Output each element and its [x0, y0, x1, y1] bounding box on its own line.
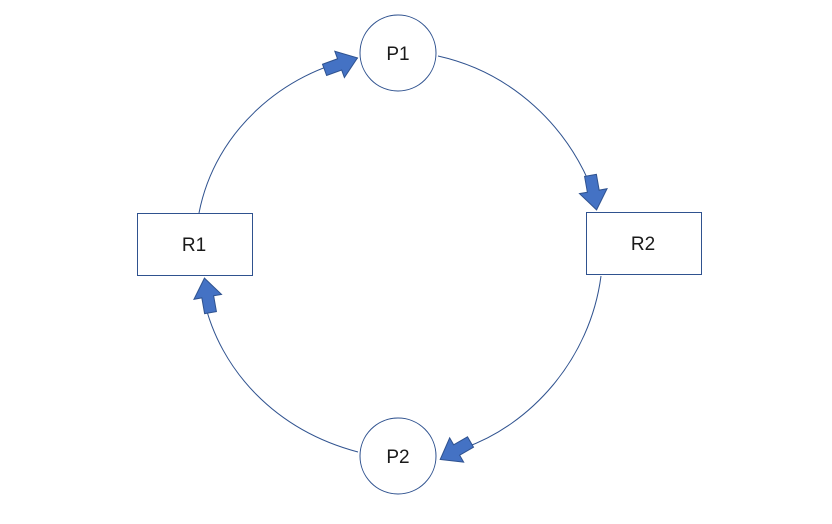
node-p2-label: P2 [386, 447, 409, 468]
edge-r1-p1 [198, 57, 359, 214]
node-p1: P1 [359, 14, 437, 92]
edge-r2-p2 [463, 275, 602, 449]
node-p1-label: P1 [386, 44, 409, 65]
node-r1-label: R1 [182, 235, 206, 256]
node-r1: R1 [137, 213, 253, 276]
node-r2-label: R2 [631, 234, 655, 255]
arrowhead-r2-to-p2-icon [439, 436, 475, 463]
arrowhead-r1-to-p1-icon [321, 50, 359, 79]
edge-p1-r2 [437, 55, 597, 201]
edge-p2-r1 [203, 299, 359, 453]
node-r2: R2 [586, 212, 702, 275]
arrowhead-p1-to-r2-icon [578, 173, 608, 211]
arrowhead-p2-to-r1-icon [193, 277, 223, 315]
node-p2: P2 [359, 417, 437, 495]
